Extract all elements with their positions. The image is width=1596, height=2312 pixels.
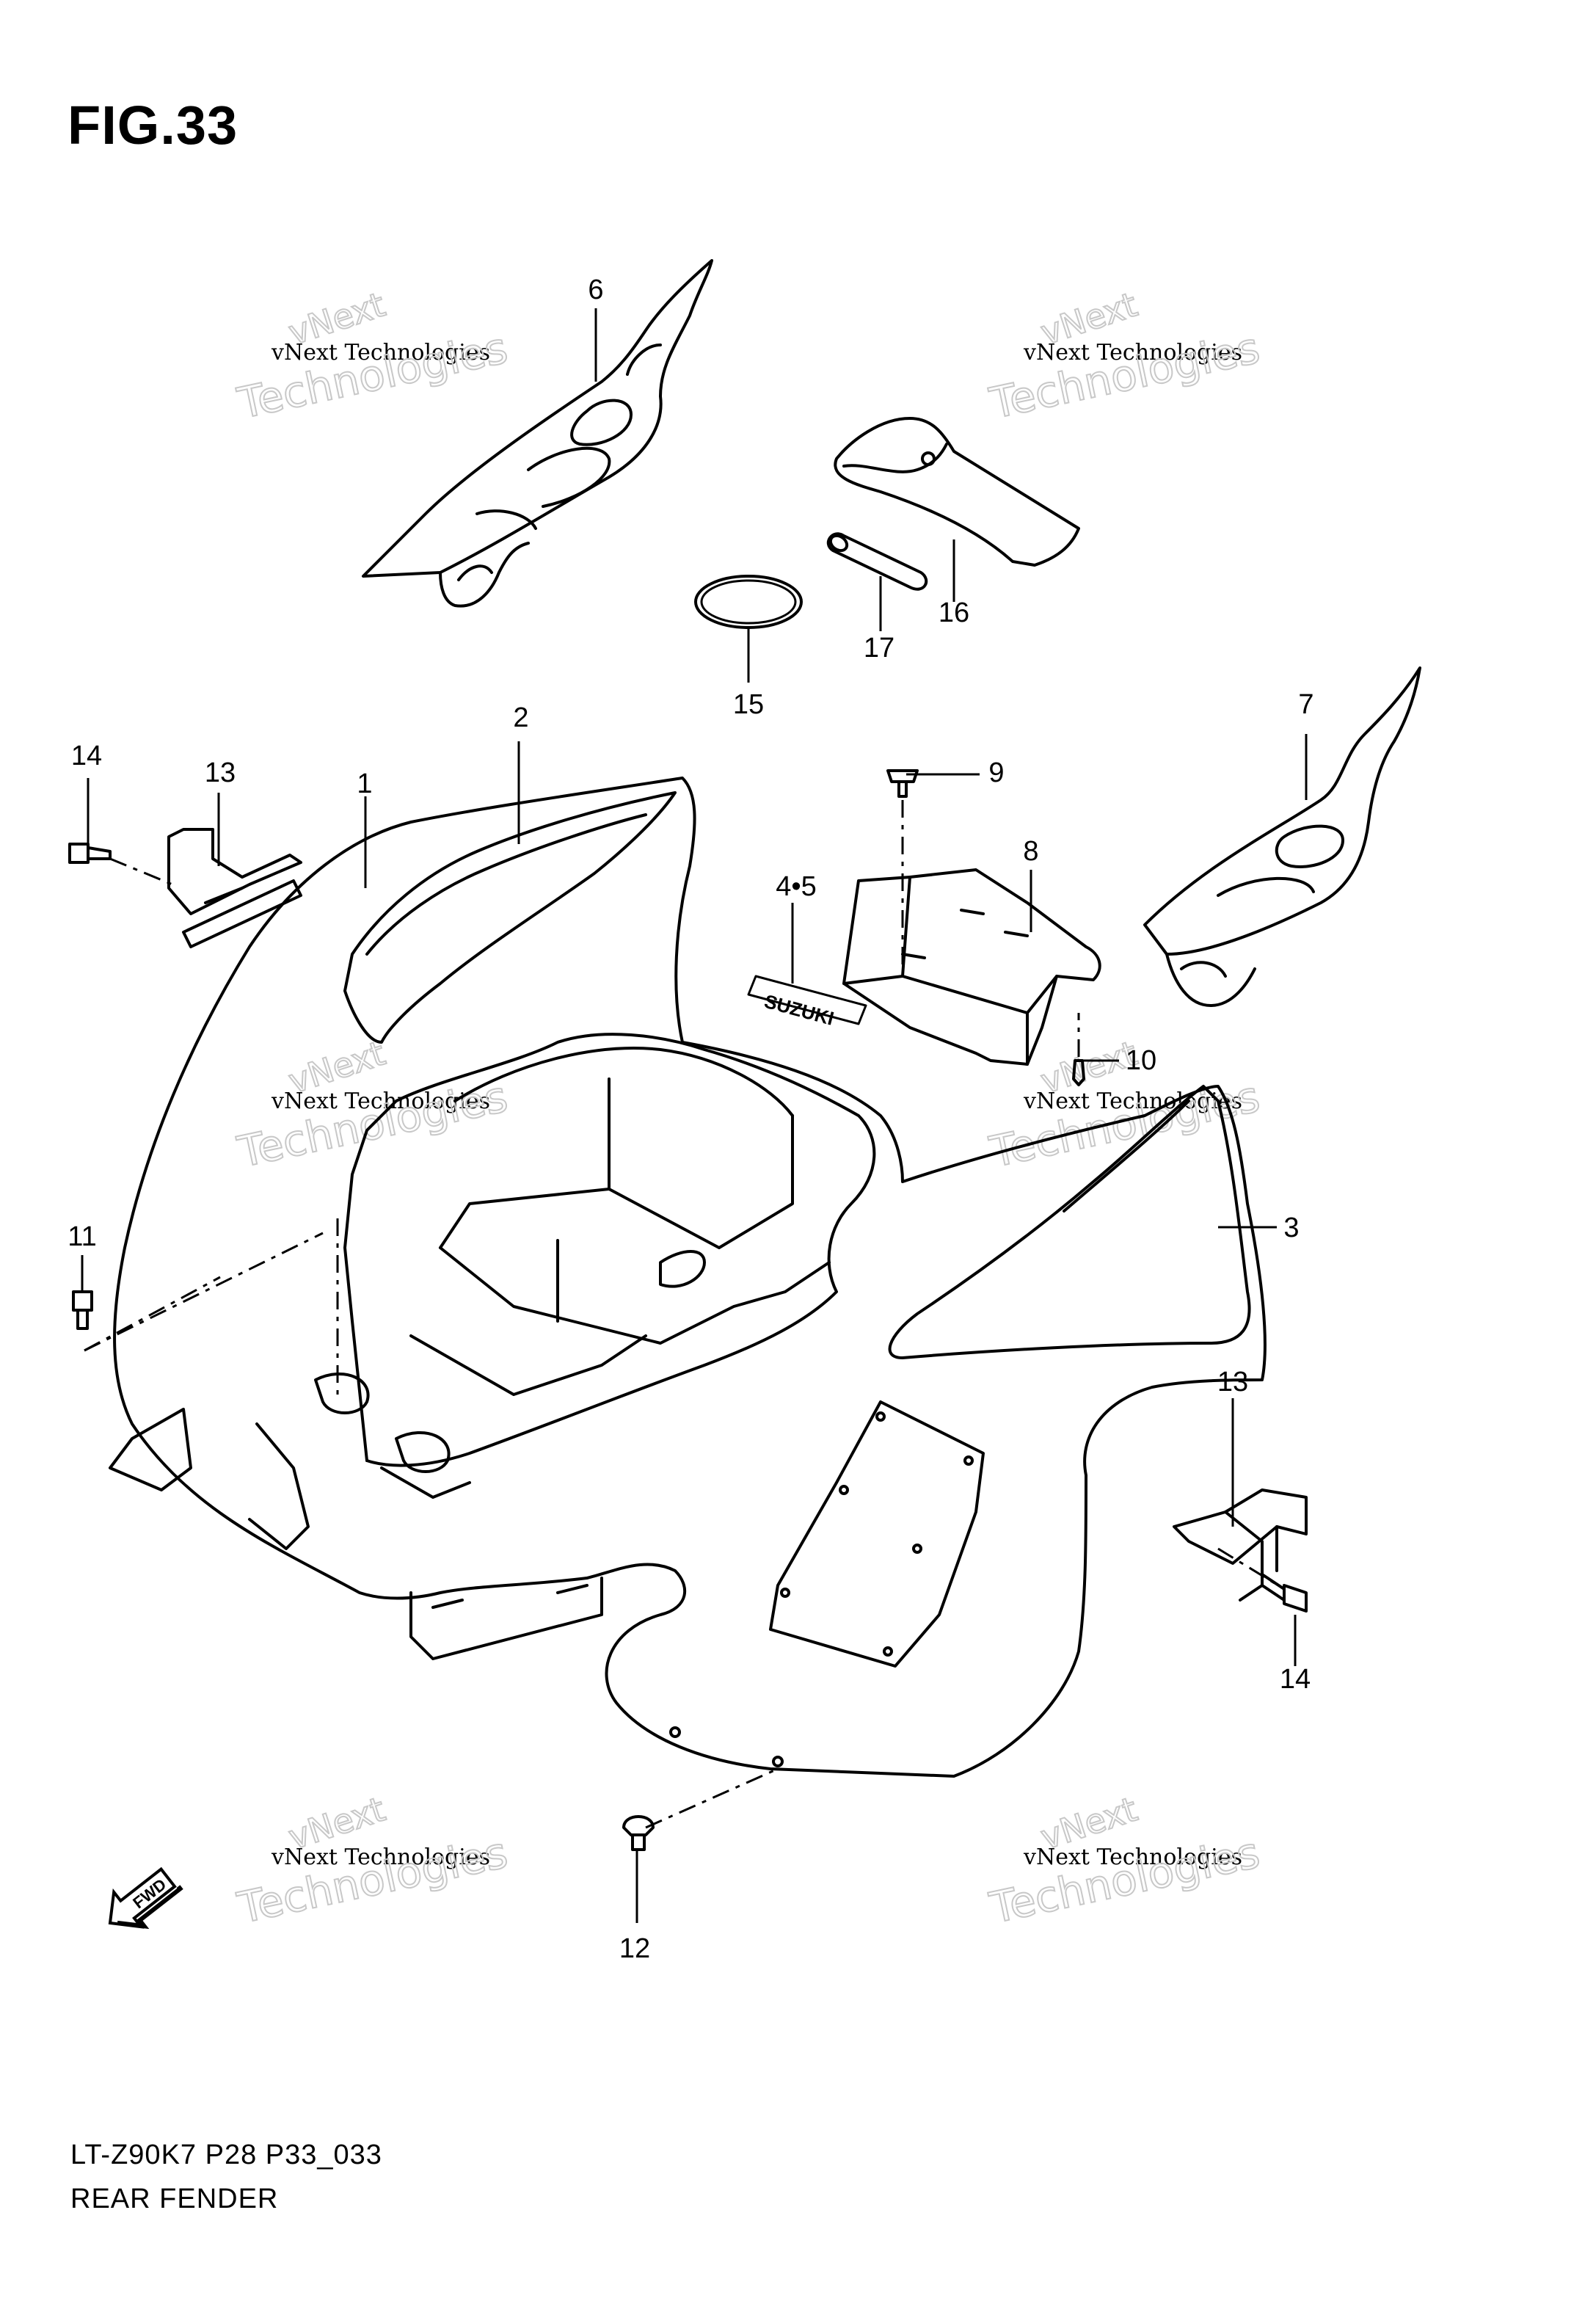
callout-9: 9 (988, 757, 1004, 788)
figure-caption: REAR FENDER (70, 2184, 279, 2214)
clip-part-9 (886, 769, 919, 798)
bracket-part-13-right (1173, 1488, 1308, 1602)
decal-part-7 (1143, 666, 1421, 1007)
callout-13-left: 13 (205, 757, 236, 788)
callout-16: 16 (939, 597, 969, 628)
callout-15: 15 (733, 689, 764, 720)
emblem-text: SUZUKI (762, 990, 836, 1030)
watermark-text: vNext Technologies (1023, 1088, 1242, 1114)
emblem-part-4-5 (747, 975, 867, 1025)
callout-8: 8 (1023, 836, 1038, 867)
callout-13-right: 13 (1217, 1367, 1248, 1397)
callout-10: 10 (1126, 1045, 1156, 1076)
decal-part-6 (362, 259, 713, 608)
fwd-arrow: FWD (108, 1866, 183, 1930)
watermark-technologies: Technologies (985, 323, 1264, 429)
callout-labels: 1 2 3 4•5 6 7 8 9 10 11 12 13 13 14 14 1… (68, 275, 1313, 1964)
callout-12: 12 (619, 1933, 650, 1964)
fender-decal-part-2 (343, 791, 677, 1044)
screw-part-10 (1072, 1059, 1085, 1086)
bolt-part-14-left (68, 843, 112, 864)
clip-part-12 (622, 1815, 655, 1851)
figure-title: FIG.33 (68, 95, 238, 156)
bolt-part-11 (72, 1290, 93, 1330)
watermark-technologies: Technologies (985, 1828, 1264, 1933)
o-ring-part-15 (694, 575, 803, 629)
bracket-part-13-left (167, 828, 302, 948)
callout-6: 6 (588, 275, 603, 305)
callout-3: 3 (1283, 1213, 1299, 1243)
tube-part-17 (826, 532, 928, 591)
callout-11: 11 (68, 1221, 96, 1252)
assembly-dashed-lines (84, 800, 1285, 1829)
callout-14-left: 14 (71, 741, 102, 771)
callout-2: 2 (513, 702, 528, 733)
leader-lines (81, 308, 1308, 1923)
watermark-technologies: Technologies (233, 323, 512, 429)
callout-4-5: 4•5 (776, 871, 817, 902)
fender-decal-part-3 (888, 1085, 1251, 1359)
callout-14-right: 14 (1280, 1664, 1311, 1695)
callout-7: 7 (1298, 689, 1313, 720)
rear-fender-part-1 (109, 777, 1267, 1778)
callout-1: 1 (357, 768, 372, 799)
bolt-part-14-right (1261, 1573, 1308, 1613)
watermark-text: vNext Technologies (1023, 340, 1242, 366)
watermark-technologies: Technologies (233, 1828, 512, 1933)
cover-part-16 (834, 417, 1080, 567)
watermark-text: vNext Technologies (271, 1844, 490, 1870)
watermark-text: vNext Technologies (271, 340, 490, 366)
callout-17: 17 (864, 633, 894, 664)
model-code: LT-Z90K7 P28 P33_033 (70, 2140, 382, 2170)
tray-part-8 (842, 868, 1101, 1066)
watermark-text: vNext Technologies (1023, 1844, 1242, 1870)
